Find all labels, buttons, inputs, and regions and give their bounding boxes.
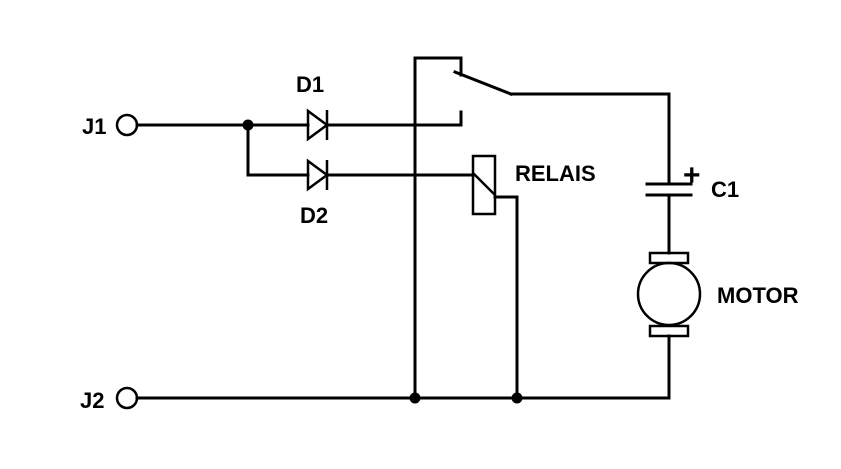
capacitor-c1: + C1 <box>645 159 739 202</box>
relay-coil-box <box>471 154 497 216</box>
terminal-j2-label: J2 <box>80 388 104 413</box>
junction-dot-j1 <box>242 119 254 131</box>
diode-d1-triangle <box>306 108 330 142</box>
terminal-j2-circle <box>115 386 139 410</box>
relay-coil: RELAIS <box>471 154 596 216</box>
diode-d1: D1 <box>296 72 330 142</box>
terminal-j1-circle <box>115 113 139 137</box>
motor-circle <box>636 261 702 327</box>
diode-d2-triangle <box>306 158 330 192</box>
diode-d2: D2 <box>300 158 330 228</box>
capacitor-label: C1 <box>711 177 739 202</box>
junction-dot-bus-left <box>409 392 421 404</box>
terminal-j1: J1 <box>82 113 139 139</box>
relay-contact <box>413 56 513 127</box>
motor: MOTOR <box>636 251 799 338</box>
capacitor-polarity: + <box>683 159 701 192</box>
diode-d1-label: D1 <box>296 72 324 97</box>
diode-d2-label: D2 <box>300 203 328 228</box>
relay-label: RELAIS <box>515 161 596 186</box>
terminal-j1-label: J1 <box>82 114 106 139</box>
relay-contact-blade <box>453 70 513 96</box>
motor-label: MOTOR <box>717 283 799 308</box>
relay-coil-slash <box>472 172 496 196</box>
terminal-j2: J2 <box>80 386 139 413</box>
junction-dot-bus-right <box>511 392 523 404</box>
